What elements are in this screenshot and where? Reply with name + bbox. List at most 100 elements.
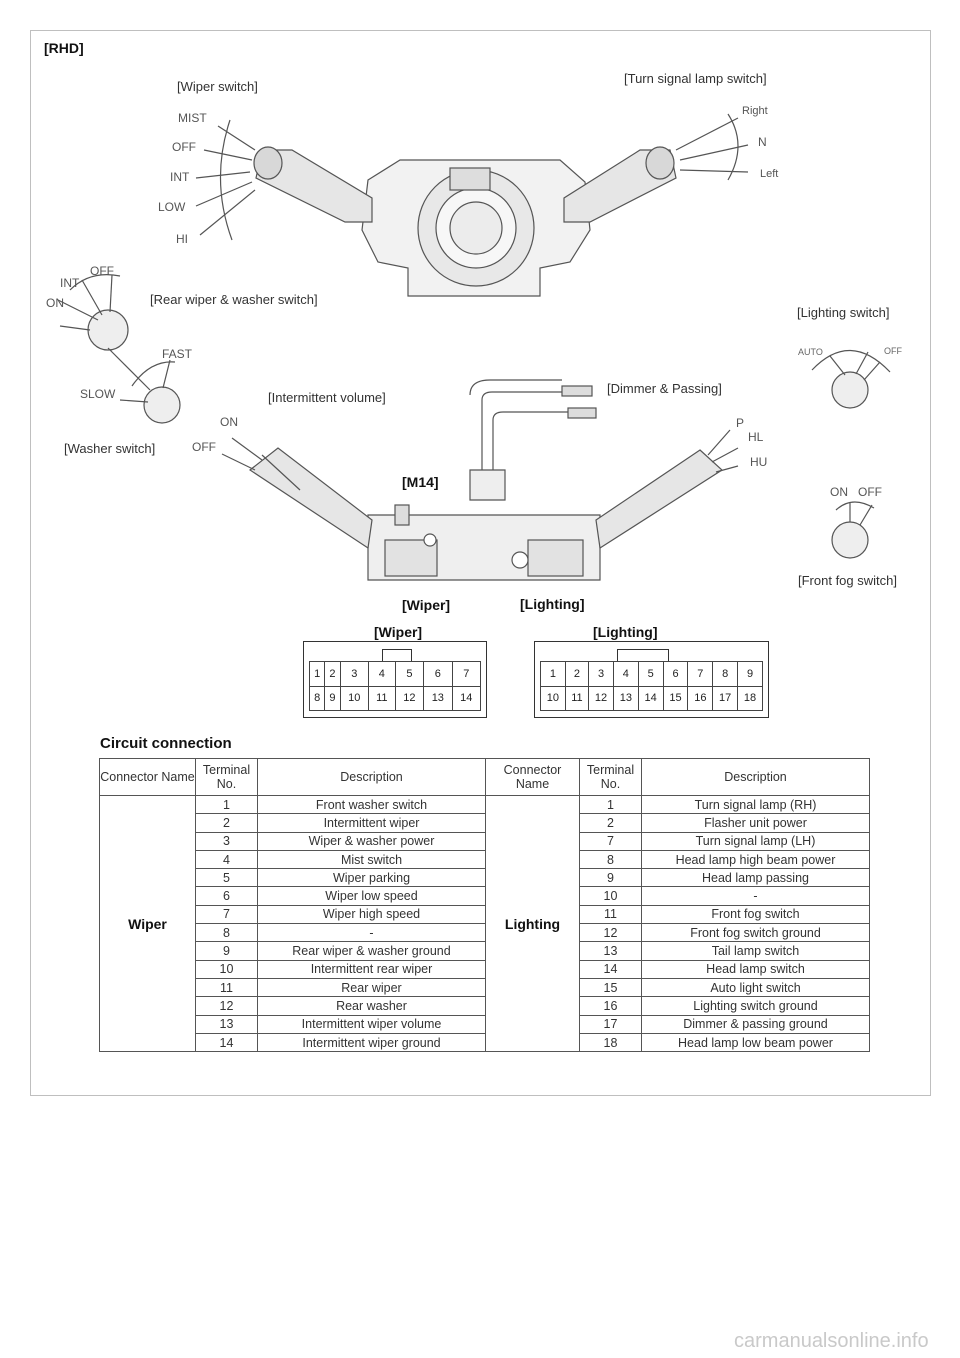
terminal-description: Head lamp switch [641, 959, 870, 979]
lighting-pos-off: OFF [884, 346, 902, 356]
terminal-number: 8 [195, 923, 258, 943]
pin-cell: 18 [737, 685, 763, 711]
wiper-pos-off: OFF [172, 140, 196, 154]
terminal-description: - [641, 886, 870, 906]
pin-cell: 8 [308, 685, 326, 711]
lighting-switch-label: [Lighting switch] [797, 305, 890, 320]
pin-cell: 16 [687, 685, 714, 711]
washer-pos-fast: FAST [162, 347, 193, 361]
pin-cell: 4 [368, 661, 396, 687]
pin-cell: 2 [324, 661, 341, 687]
washer-pos-slow: SLOW [80, 387, 116, 401]
connector-key [382, 649, 412, 662]
terminal-number: 11 [579, 904, 642, 925]
terminal-number: 12 [579, 923, 642, 943]
terminal-description: Turn signal lamp (RH) [641, 794, 870, 815]
terminal-number: 15 [579, 977, 642, 998]
header-connector-left: Connector Name [99, 758, 196, 796]
header-description-right: Description [641, 758, 870, 796]
variant-label: [RHD] [44, 40, 84, 56]
terminal-description: Lighting switch ground [641, 996, 870, 1016]
terminal-number: 18 [579, 1032, 642, 1053]
terminal-number: 8 [579, 849, 642, 870]
rear-wiper-label: [Rear wiper & washer switch] [150, 292, 318, 307]
dimmer-pos-p: P [736, 416, 745, 430]
pin-cell: 7 [687, 661, 714, 687]
wiper-switch-label: [Wiper switch] [177, 79, 258, 94]
header-terminal-right: Terminal No. [579, 758, 642, 796]
pin-cell: 6 [662, 661, 689, 687]
m14-label: [M14] [402, 474, 439, 490]
pin-cell: 12 [588, 685, 614, 711]
terminal-number: 1 [579, 794, 642, 815]
terminal-number: 13 [195, 1014, 258, 1034]
terminal-number: 13 [579, 941, 642, 961]
connector-name-wiper: Wiper [99, 794, 196, 1053]
turn-switch-label: [Turn signal lamp switch] [624, 71, 767, 86]
pin-cell: 7 [451, 661, 482, 687]
terminal-number: 17 [579, 1014, 642, 1034]
terminal-description: Head lamp high beam power [641, 849, 870, 870]
terminal-number: 14 [579, 959, 642, 979]
terminal-description: Dimmer & passing ground [641, 1014, 870, 1034]
terminal-number: 16 [579, 996, 642, 1016]
lighting-connector-title: [Lighting] [593, 624, 658, 640]
pin-cell: 3 [339, 661, 370, 687]
wiper-pos-mist: MIST [178, 111, 207, 125]
terminal-description: Front fog switch ground [641, 923, 870, 943]
terminal-number: 9 [579, 868, 642, 888]
wiper-connector-caption: [Wiper] [402, 597, 451, 613]
terminal-description: Wiper low speed [257, 886, 486, 906]
terminal-description: Rear wiper [257, 977, 486, 998]
circuit-header-row: Connector Name Terminal No. Description … [99, 758, 870, 796]
washer-switch-label: [Washer switch] [64, 441, 156, 456]
pin-cell: 6 [423, 661, 453, 687]
pin-cell: 13 [612, 685, 639, 711]
header-terminal-left: Terminal No. [195, 758, 258, 796]
turn-pos-left: Left [760, 168, 779, 180]
fog-pos-on: ON [830, 485, 848, 499]
pin-cell: 1 [540, 661, 566, 687]
terminal-description: Rear washer [257, 996, 486, 1016]
fog-pos-off: OFF [858, 485, 882, 499]
wiper-pos-low: LOW [158, 200, 186, 214]
pin-cell: 10 [540, 685, 566, 711]
terminal-number: 3 [195, 831, 258, 851]
dimmer-pos-hu: HU [750, 455, 768, 469]
terminal-description: Front fog switch [641, 904, 870, 925]
terminal-description: Intermittent wiper ground [257, 1032, 486, 1053]
pin-cell: 11 [368, 685, 396, 711]
pin-cell: 10 [339, 685, 370, 711]
rear-pos-off: OFF [90, 264, 114, 278]
terminal-number: 10 [579, 886, 642, 906]
terminal-number: 14 [195, 1032, 258, 1053]
pin-cell: 9 [737, 661, 763, 687]
terminal-description: Front washer switch [257, 794, 486, 815]
pin-cell: 14 [637, 685, 664, 711]
terminal-description: Wiper parking [257, 868, 486, 888]
pin-cell: 11 [564, 685, 590, 711]
connector-name-lighting: Lighting [485, 794, 580, 1053]
terminal-number: 11 [195, 977, 258, 998]
terminal-description: Wiper & washer power [257, 831, 486, 851]
terminal-description: Flasher unit power [641, 813, 870, 833]
terminal-number: 6 [195, 886, 258, 906]
terminal-description: Head lamp passing [641, 868, 870, 888]
pin-cell: 3 [588, 661, 614, 687]
pin-cell: 4 [612, 661, 639, 687]
rear-pos-int: INT [60, 276, 80, 290]
terminal-number: 1 [195, 794, 258, 815]
circuit-title: Circuit connection [100, 735, 232, 752]
lighting-connector-caption: [Lighting] [520, 596, 585, 612]
